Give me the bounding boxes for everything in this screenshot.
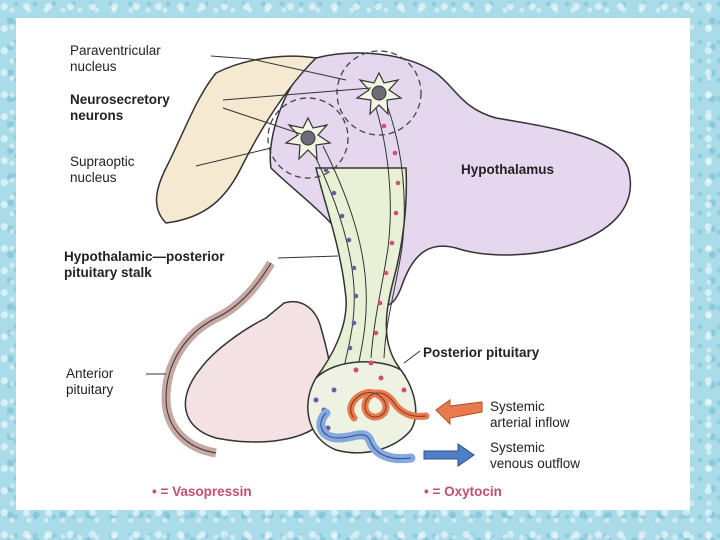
anterior-pituitary-shape xyxy=(184,301,334,443)
legend-oxytocin: • = Oxytocin xyxy=(424,484,502,499)
label-venous-outflow: Systemic venous outflow xyxy=(490,440,580,471)
neurosecretory-neuron-lower xyxy=(284,116,332,161)
leader-stalk xyxy=(277,255,339,259)
label-paraventricular: Paraventricular nucleus xyxy=(70,43,165,74)
paraventricular-nucleus xyxy=(336,50,422,136)
leader-neurosecretory-lower xyxy=(222,107,302,135)
axon-tract-paraventricular xyxy=(370,107,391,359)
venous-outflow-arrow xyxy=(423,443,475,467)
leader-supraoptic xyxy=(195,147,272,167)
label-anterior-pituitary: Anterior pituitary xyxy=(66,366,117,397)
label-posterior-pituitary: Posterior pituitary xyxy=(423,345,540,360)
legend-vasopressin: • = Vasopressin xyxy=(152,484,252,499)
tan-region xyxy=(155,55,318,224)
axon-tract-supraoptic xyxy=(310,147,355,379)
label-arterial-inflow: Systemic arterial inflow xyxy=(490,399,570,430)
label-supraoptic: Supraoptic nucleus xyxy=(70,154,138,185)
supraoptic-nucleus xyxy=(267,97,349,179)
label-hypothalamus: Hypothalamus xyxy=(461,162,554,177)
pituitary-diagram: Paraventricular nucleus Neurosecretory n… xyxy=(64,43,632,499)
leader-neurosecretory-upper xyxy=(222,87,372,101)
label-neurosecretory: Neurosecretory neurons xyxy=(70,92,174,123)
oxytocin-granules xyxy=(353,123,407,393)
arterial-inflow-arrow xyxy=(435,399,483,426)
leader-paraventricular xyxy=(210,55,347,81)
slide: Paraventricular nucleus Neurosecretory n… xyxy=(16,18,690,510)
neurosecretory-neuron-upper xyxy=(355,71,403,116)
label-stalk: Hypothalamic—posterior pituitary stalk xyxy=(64,249,228,280)
leader-posterior xyxy=(403,350,421,364)
